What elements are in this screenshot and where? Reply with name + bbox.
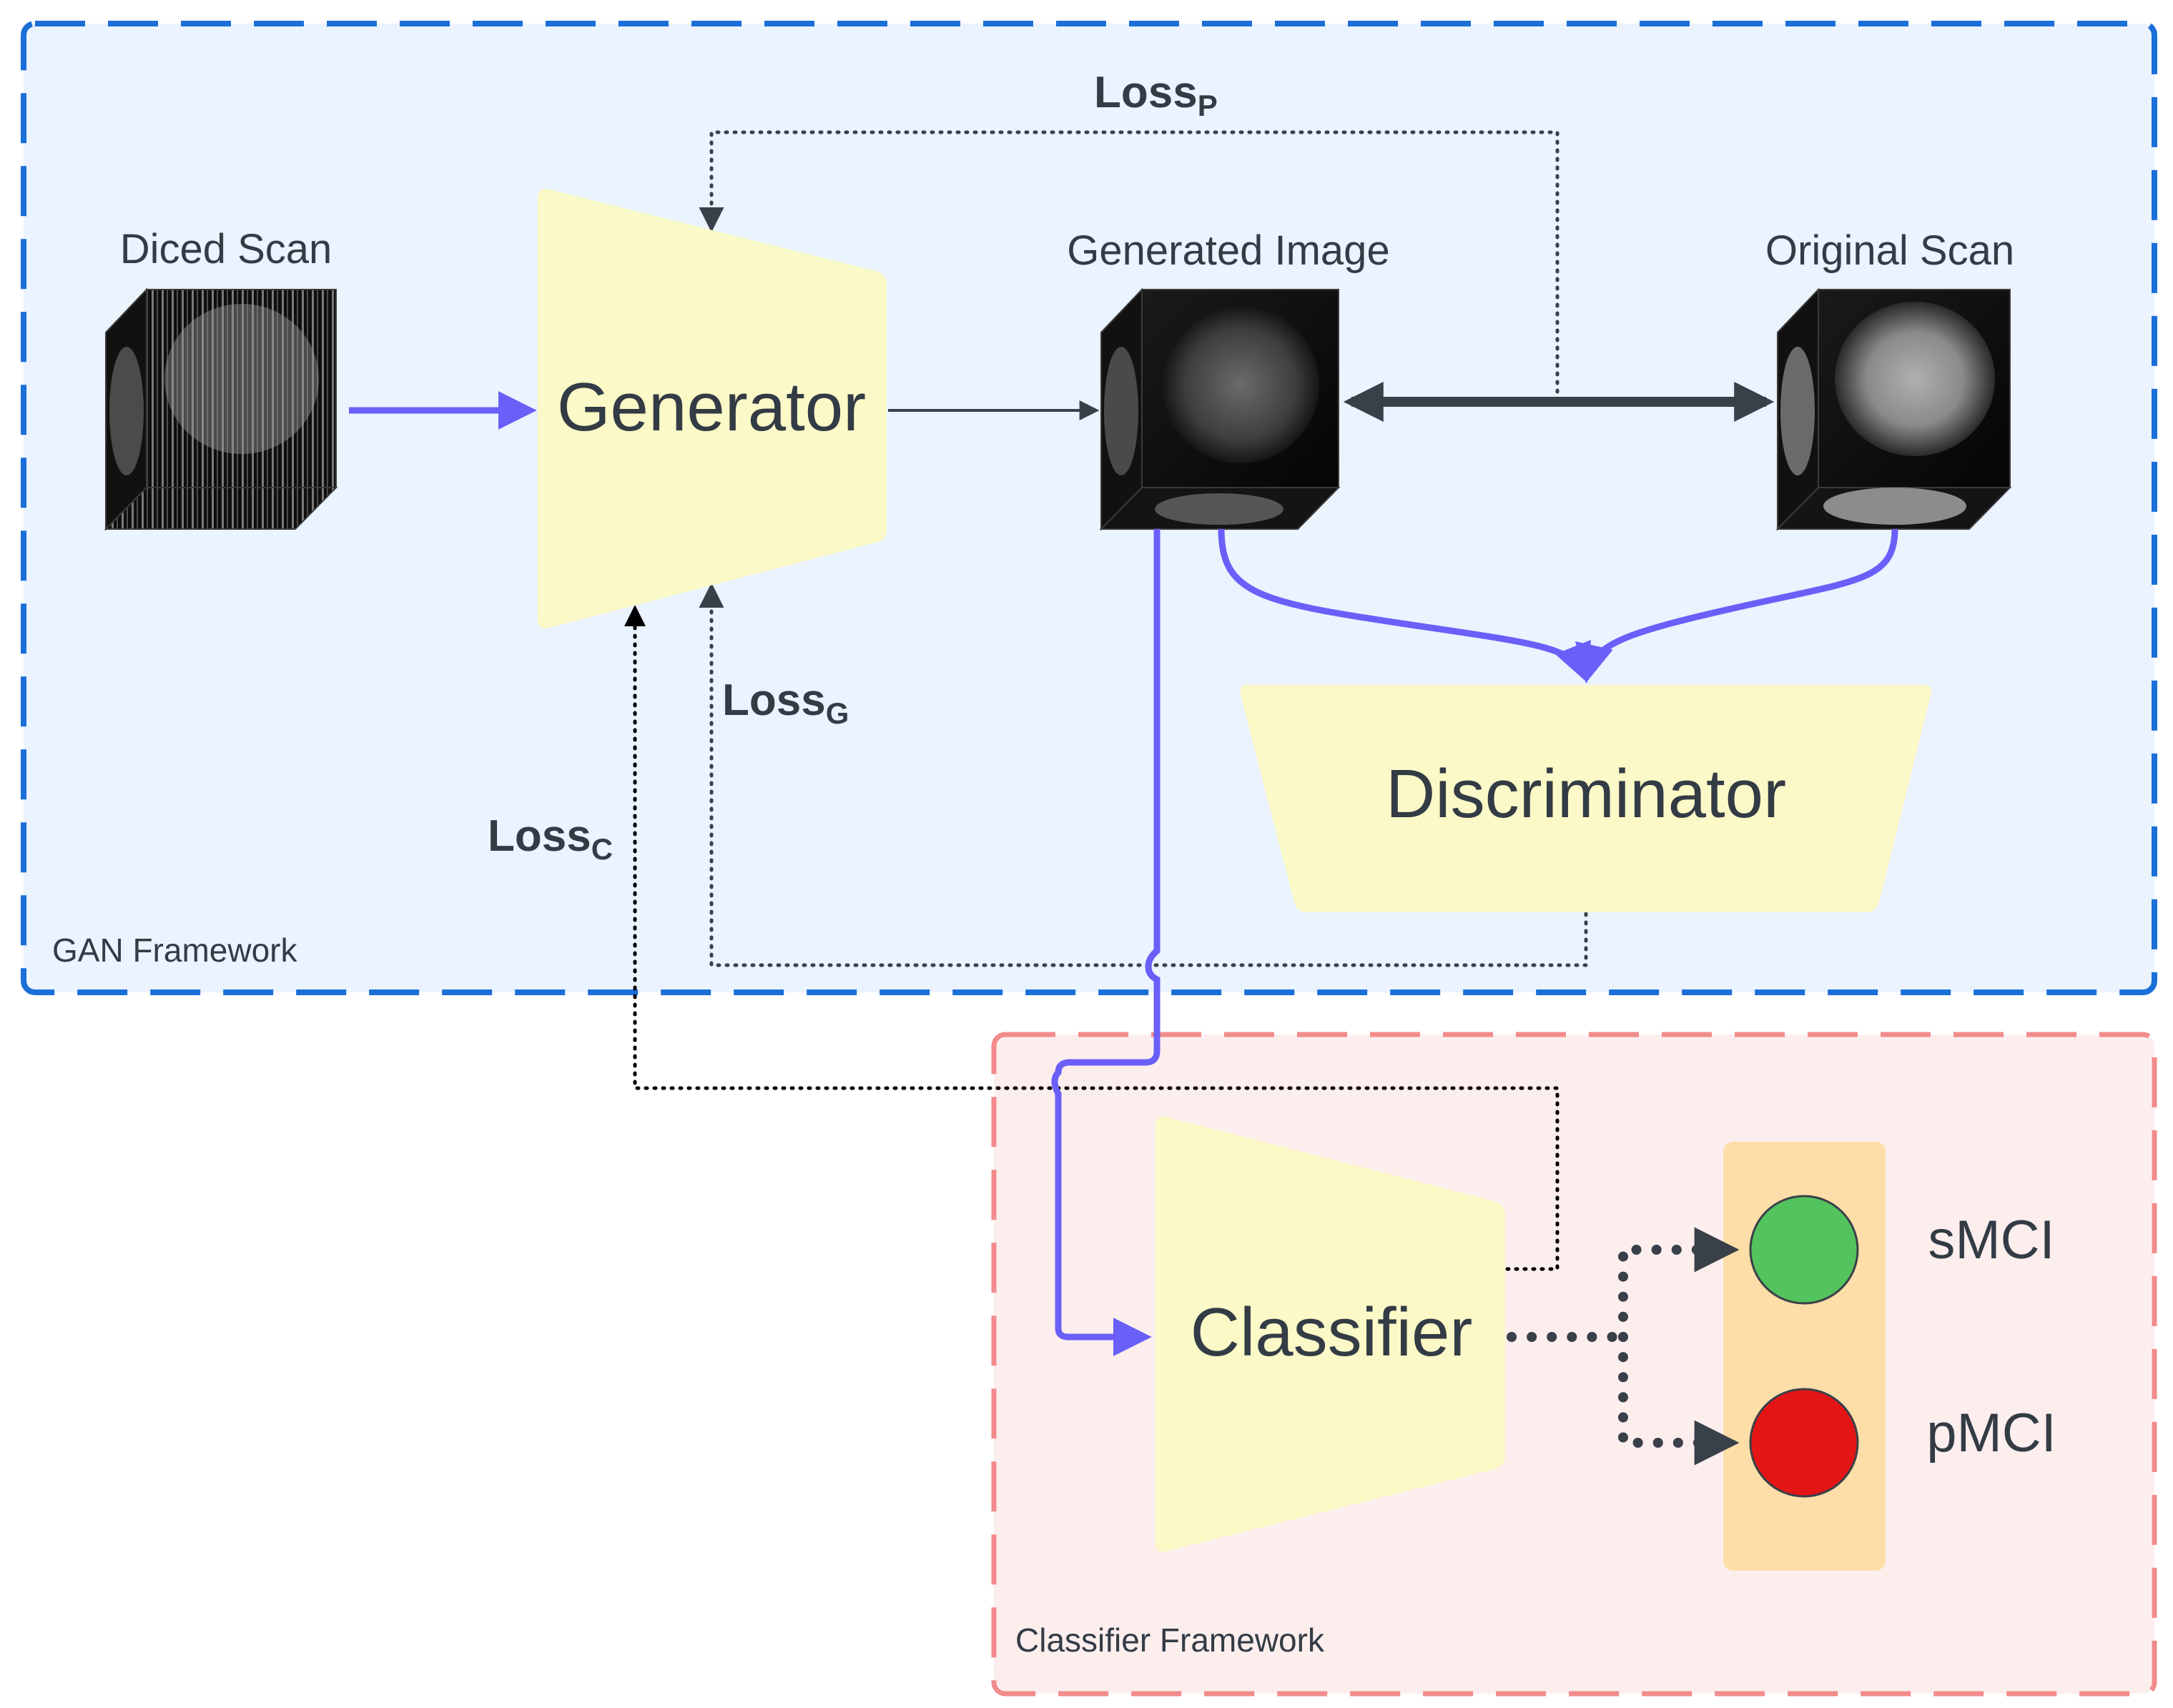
arrow-generated-to-discriminator	[1218, 528, 1591, 683]
generated-image-label: Generated Image	[1067, 227, 1389, 274]
pmci-label: pMCI	[1926, 1403, 2056, 1463]
classifier-shape	[1156, 1116, 1505, 1552]
discriminator-label: Discriminator	[1386, 756, 1786, 832]
classifier-output-arrows	[1507, 1227, 1740, 1466]
generated-image: Generated Image	[1067, 227, 1390, 531]
arrow-original-to-discriminator	[1575, 528, 1898, 683]
pmci-circle	[1749, 1388, 1859, 1498]
classifier-framework-label: Classifier Framework	[1015, 1621, 1325, 1659]
mri-cube-icon	[104, 287, 338, 531]
loss-p-path	[699, 130, 1559, 394]
generator-block: Generator	[538, 189, 887, 628]
output-to-smci	[1618, 1227, 1740, 1342]
loss-c-path	[624, 605, 1559, 1271]
diced-scan: Diced Scan	[104, 226, 338, 531]
original-scan-label: Original Scan	[1765, 227, 2014, 274]
loss-g-label: LossG	[722, 676, 849, 730]
smci-label: sMCI	[1928, 1210, 2054, 1270]
output-to-pmci	[1618, 1332, 1740, 1466]
original-scan: Original Scan	[1765, 227, 2014, 531]
smci-circle	[1749, 1195, 1859, 1305]
generator-shape	[538, 189, 887, 628]
gan-framework-label: GAN Framework	[52, 932, 297, 969]
generator-label: Generator	[557, 369, 866, 445]
discriminator-block: Discriminator	[1240, 685, 1932, 912]
arrow-generated-to-classifier	[1051, 529, 1161, 1356]
loss-p-label: LossP	[1094, 68, 1218, 122]
classifier-block: Classifier	[1156, 1116, 1505, 1552]
diced-scan-label: Diced Scan	[120, 226, 332, 272]
class-panel: sMCI pMCI	[1723, 1142, 2056, 1571]
loss-c-label: LossC	[488, 811, 613, 866]
discriminator-shape	[1240, 685, 1932, 912]
mri-cube-icon	[1775, 287, 2012, 531]
classifier-label: Classifier	[1191, 1294, 1473, 1371]
mri-cube-icon	[1099, 287, 1341, 531]
